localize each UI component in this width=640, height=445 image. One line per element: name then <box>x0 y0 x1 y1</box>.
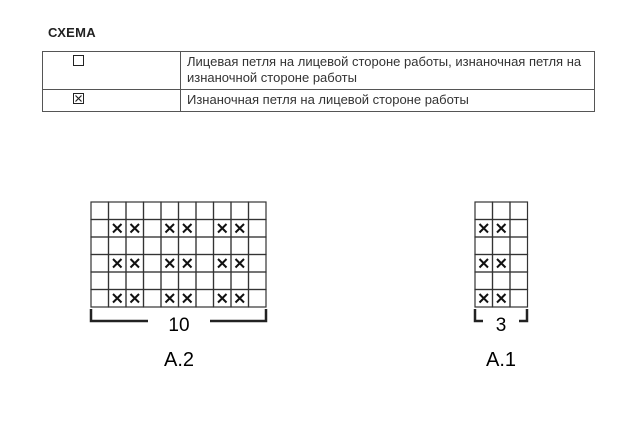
knit-stitch-cell <box>474 201 494 221</box>
knit-stitch-cell <box>474 236 494 256</box>
cross-mark-icon <box>164 293 175 304</box>
chart-name: A.2 <box>164 349 194 371</box>
knit-stitch-cell <box>125 236 145 256</box>
width-bracket <box>473 309 529 323</box>
cross-mark-icon <box>496 223 507 234</box>
knit-stitch-cell <box>142 201 162 221</box>
cross-mark-icon <box>217 223 228 234</box>
legend-symbol-cell <box>42 89 181 112</box>
knit-stitch-cell <box>142 288 162 308</box>
cross-mark-icon <box>234 293 245 304</box>
cross-mark-icon <box>478 258 489 269</box>
cross-mark-icon <box>182 223 193 234</box>
knit-stitch-cell <box>142 218 162 238</box>
chart-name: A.1 <box>486 349 516 371</box>
knit-stitch-cell <box>247 271 267 291</box>
knit-stitch-cell <box>230 201 250 221</box>
knit-stitch-cell <box>90 201 110 221</box>
knit-stitch-cell <box>142 271 162 291</box>
cross-mark-icon <box>164 223 175 234</box>
knit-stitch-cell <box>247 218 267 238</box>
cross-mark-icon <box>496 293 507 304</box>
knit-stitch-cell <box>90 236 110 256</box>
chart-a2-grid <box>90 201 267 308</box>
knit-stitch-cell <box>491 271 511 291</box>
cross-mark-icon <box>164 258 175 269</box>
cross-mark-icon <box>234 258 245 269</box>
chart-width-label: 3 <box>496 315 507 336</box>
cross-mark-icon <box>217 258 228 269</box>
knit-stitch-cell <box>125 201 145 221</box>
knit-stitch-cell <box>90 253 110 273</box>
knit-stitch-cell <box>509 288 529 308</box>
cross-mark-icon <box>112 223 123 234</box>
cross-mark-icon <box>217 293 228 304</box>
knit-stitch-cell <box>177 236 197 256</box>
knit-stitch-cell <box>247 253 267 273</box>
knit-stitch-cell <box>142 253 162 273</box>
knit-stitch-cell <box>247 201 267 221</box>
knit-stitch-cell <box>107 201 127 221</box>
cross-mark-icon <box>112 258 123 269</box>
knit-stitch-cell <box>509 201 529 221</box>
cross-mark-icon <box>129 293 140 304</box>
cross-mark-icon <box>478 223 489 234</box>
knit-stitch-cell <box>142 236 162 256</box>
cross-mark-icon <box>478 293 489 304</box>
crossed-square-icon <box>73 92 84 107</box>
cross-mark-icon <box>129 258 140 269</box>
knit-stitch-cell <box>160 236 180 256</box>
legend-table: Лицевая петля на лицевой стороне работы,… <box>42 51 595 112</box>
cross-mark-icon <box>182 258 193 269</box>
width-bracket <box>89 309 268 323</box>
chart-width-label: 10 <box>168 315 189 336</box>
chart-a1: 3 A.1 <box>473 201 529 371</box>
knit-stitch-cell <box>195 288 215 308</box>
knit-stitch-cell <box>509 236 529 256</box>
cross-mark-icon <box>182 293 193 304</box>
knit-stitch-cell <box>230 271 250 291</box>
legend-text-purl: Изнаночная петля на лицевой стороне рабо… <box>180 89 595 112</box>
knit-stitch-cell <box>107 271 127 291</box>
knit-stitch-cell <box>90 288 110 308</box>
knit-stitch-cell <box>125 271 145 291</box>
cross-mark-icon <box>234 223 245 234</box>
knit-stitch-cell <box>160 271 180 291</box>
knit-stitch-cell <box>212 201 232 221</box>
knit-stitch-cell <box>90 218 110 238</box>
legend-row-purl: Изнаночная петля на лицевой стороне рабо… <box>42 89 595 112</box>
knit-stitch-cell <box>491 201 511 221</box>
knit-stitch-cell <box>247 236 267 256</box>
chart-a2: 10 A.2 <box>89 201 268 371</box>
knit-stitch-cell <box>509 271 529 291</box>
knit-stitch-cell <box>90 271 110 291</box>
knit-stitch-cell <box>177 201 197 221</box>
legend-row-knit: Лицевая петля на лицевой стороне работы,… <box>42 51 595 90</box>
chart-a1-grid <box>474 201 529 308</box>
knit-stitch-cell <box>195 253 215 273</box>
knit-stitch-cell <box>491 236 511 256</box>
schema-title: СХЕМА <box>48 25 96 40</box>
knit-stitch-cell <box>177 271 197 291</box>
knit-stitch-cell <box>247 288 267 308</box>
knit-stitch-cell <box>230 236 250 256</box>
legend-text-knit: Лицевая петля на лицевой стороне работы,… <box>180 51 595 90</box>
empty-square-icon <box>73 54 84 69</box>
cross-mark-icon <box>112 293 123 304</box>
knit-stitch-cell <box>509 253 529 273</box>
knit-stitch-cell <box>509 218 529 238</box>
knit-stitch-cell <box>160 201 180 221</box>
knit-stitch-cell <box>195 201 215 221</box>
knit-stitch-cell <box>212 271 232 291</box>
knit-stitch-cell <box>195 271 215 291</box>
cross-mark-icon <box>496 258 507 269</box>
knit-stitch-cell <box>195 236 215 256</box>
knit-stitch-cell <box>474 271 494 291</box>
cross-mark-icon <box>129 223 140 234</box>
legend-symbol-cell <box>42 51 181 90</box>
knit-stitch-cell <box>107 236 127 256</box>
knit-stitch-cell <box>195 218 215 238</box>
knit-stitch-cell <box>212 236 232 256</box>
